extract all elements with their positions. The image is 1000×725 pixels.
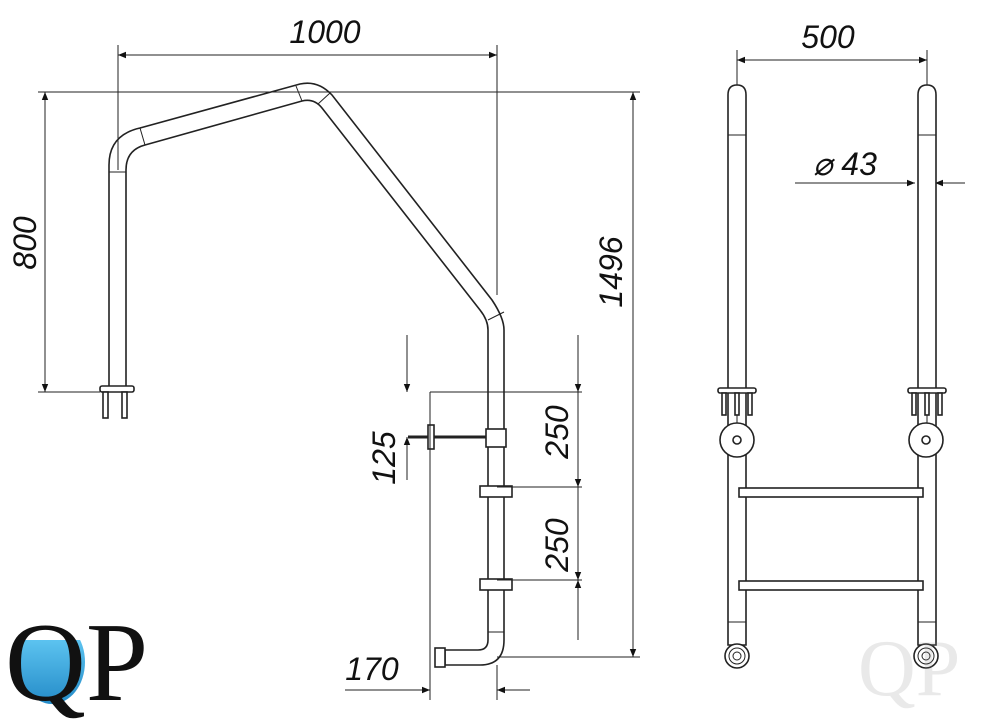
ladder-step [738,580,924,591]
base-plate [99,385,135,393]
dim-bottom-offset: 170 [345,651,399,687]
front-view [717,84,947,669]
dim-ladder-width: 500 [801,19,855,55]
watermark-logo: QP [858,625,960,713]
bottom-flange [434,647,446,668]
dim-width-top: 1000 [289,14,360,50]
dim-step-spacing-2: 250 [539,518,575,573]
step-bracket [479,578,513,591]
dim-tube-diameter: ⌀ 43 [813,146,877,182]
wall-bracket [485,428,507,448]
wall-flange [427,424,435,450]
dim-handrail-height: 800 [7,216,43,270]
dim-step-spacing-1: 250 [539,405,575,460]
right-post [907,84,947,669]
qp-logo: QP [5,601,148,725]
anchor-bolt [102,391,109,419]
dim-anchor-offset: 125 [366,431,402,485]
dim-total-height: 1496 [593,236,629,307]
step-bracket [479,485,513,498]
side-view [99,82,513,668]
anchor-bolt [121,391,128,419]
svg-text:QP: QP [5,601,148,725]
svg-text:QP: QP [858,625,960,713]
handrail-tube [108,82,505,666]
ladder-step [738,487,924,498]
left-post [717,84,757,669]
